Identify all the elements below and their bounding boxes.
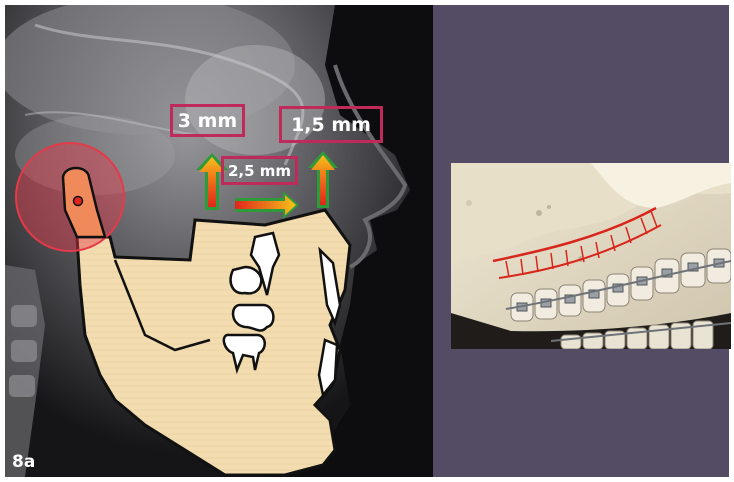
xray-drawing (5, 5, 433, 477)
skull-model-photo (451, 163, 731, 349)
figure-label: 8a (12, 452, 35, 472)
measurement-3mm-label: 3 mm (170, 104, 245, 137)
measurement-2-5mm-label: 2,5 mm (221, 156, 298, 185)
cephalometric-xray-panel (5, 5, 433, 477)
measurement-1-5mm-label: 1,5 mm (279, 106, 383, 143)
skull-model-drawing (451, 163, 731, 349)
